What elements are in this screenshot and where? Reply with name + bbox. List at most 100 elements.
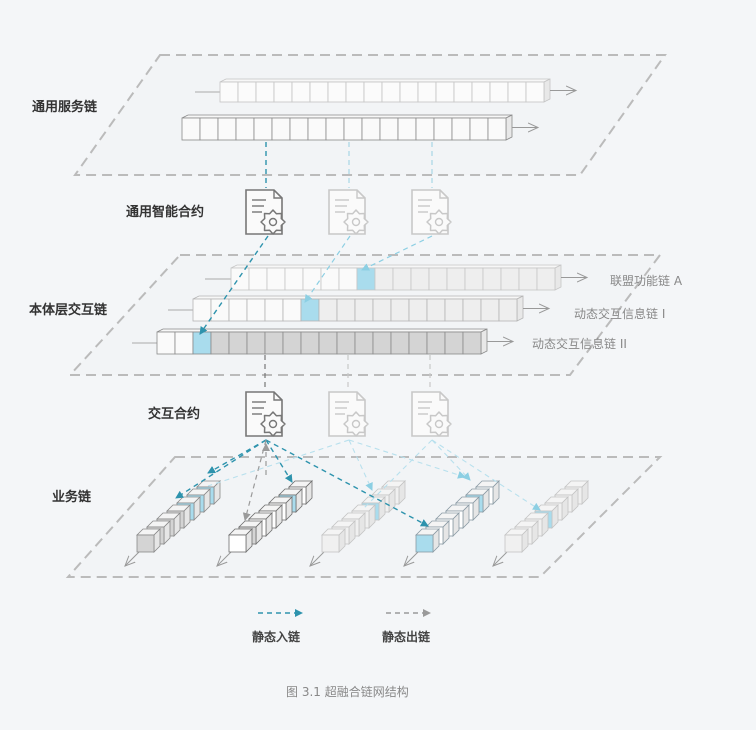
dynamic-chain-2	[132, 328, 513, 355]
icontract3-to-bchain-3	[363, 439, 433, 509]
chain-block	[392, 267, 412, 291]
chain-block	[500, 267, 520, 291]
dynamic-chain-1	[168, 295, 549, 322]
chain-end-face	[543, 78, 551, 103]
chain-block	[361, 117, 381, 141]
chain-block	[336, 331, 356, 355]
chain-block	[289, 117, 309, 141]
service-chain-bottom	[181, 114, 538, 141]
chain-block	[399, 81, 419, 103]
chain-block	[228, 298, 248, 322]
chain-block	[390, 298, 410, 322]
chain-block	[487, 117, 507, 141]
chain-block	[415, 117, 435, 141]
chain-block	[338, 267, 358, 291]
chain-block	[390, 331, 410, 355]
chain-block	[282, 331, 302, 355]
chain-end-face	[554, 264, 562, 291]
general-contract-label: 通用智能合约	[126, 205, 205, 220]
chain-block	[345, 81, 365, 103]
chain-block	[192, 298, 212, 322]
document-fold	[356, 392, 365, 401]
business-chain-2	[217, 480, 313, 566]
icontract2-to-bchain-4	[348, 439, 466, 479]
chain-block	[302, 267, 322, 291]
contract-links	[175, 142, 541, 527]
chain-block	[498, 298, 518, 322]
icontract3-to-bchain-4	[431, 439, 471, 481]
chain-block	[307, 117, 327, 141]
chain-block	[235, 117, 255, 141]
icontract-to-bchain-4	[265, 439, 429, 527]
chain-block	[372, 298, 392, 322]
document-fold	[273, 190, 282, 199]
chain-block	[219, 81, 239, 103]
contract-icons	[245, 189, 452, 437]
chain-block	[372, 331, 392, 355]
alliance-chain-a	[205, 264, 587, 291]
business-chain-5	[493, 480, 589, 566]
chain-block	[156, 331, 176, 355]
chain-block	[426, 298, 446, 322]
chain-block	[480, 298, 500, 322]
document-fold	[439, 190, 448, 199]
gear-center	[351, 217, 361, 227]
chain-block	[284, 267, 304, 291]
chain-block	[210, 298, 230, 322]
legend-static-out-label: 静态出链	[382, 630, 431, 644]
chain-top-face	[230, 264, 562, 269]
chain-block	[525, 81, 545, 103]
chain-block	[471, 81, 491, 103]
chain-block	[291, 81, 311, 103]
chain-block	[381, 81, 401, 103]
chain-block	[462, 298, 482, 322]
chain-block	[318, 331, 338, 355]
alliance-chain-label: 联盟功能链 A	[610, 274, 683, 288]
chain-block	[462, 331, 482, 355]
business-chain-3	[310, 480, 406, 566]
chain-top-face	[181, 114, 513, 119]
chain-end-face	[480, 328, 488, 355]
interaction-contract-icon-2	[328, 391, 369, 437]
chain-end-face	[505, 114, 513, 141]
chain-block	[174, 331, 194, 355]
chain-block	[343, 117, 363, 141]
business-chain-4	[404, 480, 500, 566]
chain-block	[336, 298, 356, 322]
ontology-chain-label: 本体层交互链	[29, 303, 108, 318]
chain-block	[379, 117, 399, 141]
chain-block	[300, 331, 320, 355]
chain-top-face	[156, 328, 488, 333]
chain-block	[230, 267, 250, 291]
chain-block	[536, 267, 556, 291]
chain-block	[417, 81, 437, 103]
chain-block	[518, 267, 538, 291]
chain-block	[320, 267, 340, 291]
gear-center	[351, 419, 361, 429]
chain-block	[464, 267, 484, 291]
gear-center	[268, 217, 278, 227]
service-chain-top	[195, 78, 576, 103]
chain-block	[199, 117, 219, 141]
chain-block	[410, 267, 430, 291]
business-block	[415, 534, 434, 553]
chain-end-face	[516, 295, 524, 322]
chain-top-face	[192, 295, 524, 300]
document-fold	[273, 392, 282, 401]
chain-block	[192, 331, 212, 355]
chain-block	[453, 81, 473, 103]
chain-block	[255, 81, 275, 103]
general-contract-icon-1	[245, 189, 286, 235]
chain-block	[363, 81, 383, 103]
legend-static-in-label: 静态入链	[252, 630, 301, 644]
business-chain-arrow	[493, 551, 508, 566]
business-chain-arrow	[217, 551, 232, 566]
icontract-to-bchain-2-out	[242, 439, 267, 521]
chain-block	[433, 117, 453, 141]
chain-block	[253, 117, 273, 141]
chain-block	[374, 267, 394, 291]
chain-block	[446, 267, 466, 291]
contract-to-dynamic-1	[304, 235, 351, 303]
